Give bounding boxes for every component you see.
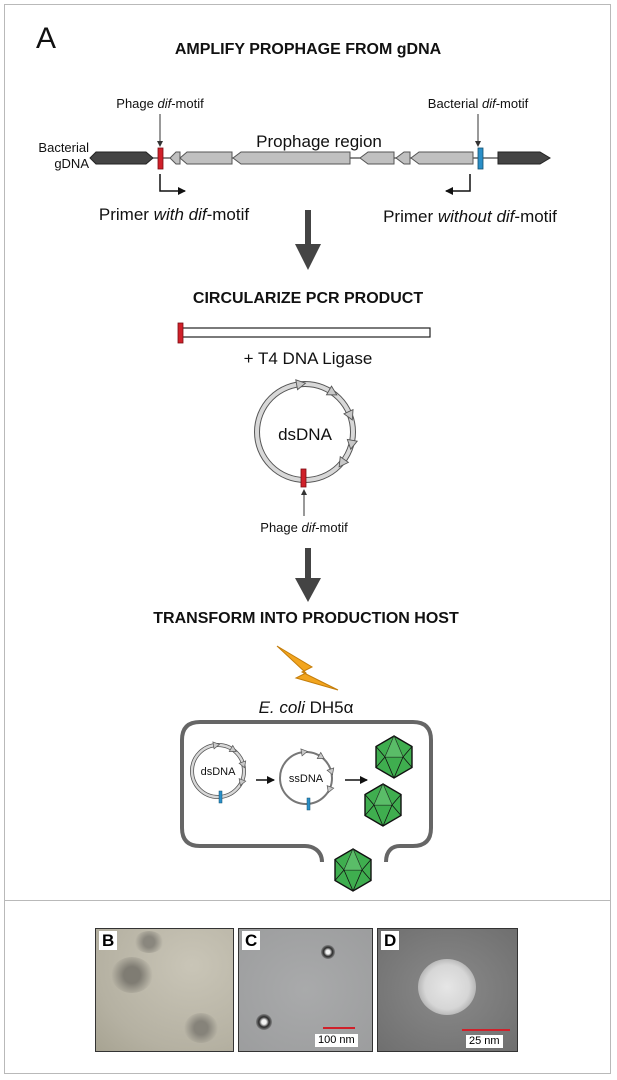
phage-capsid-icon <box>364 782 402 828</box>
lightning-icon <box>276 645 339 691</box>
prophage-region-label: Prophage region <box>256 132 382 151</box>
right-flank-gene <box>497 151 551 165</box>
prophage-gene <box>169 151 181 165</box>
virion-closeup <box>418 959 476 1015</box>
circular-dsdna <box>254 379 359 488</box>
host-label: E. coli DH5α <box>259 698 354 717</box>
ligase-label: + T4 DNA Ligase <box>244 349 373 368</box>
primer-with-label: Primer with dif-motif <box>99 205 249 224</box>
primer-without-arrow <box>445 174 471 195</box>
prophage-gene <box>232 151 351 165</box>
bacterial-gdna-label-2: gDNA <box>54 156 89 171</box>
pcr-product-dif-marker <box>177 322 184 344</box>
left-flank-gene <box>89 151 154 165</box>
dsdna-label: dsDNA <box>278 425 333 444</box>
panel-b-plaque-image: B <box>95 928 234 1052</box>
virion-particle <box>256 1014 272 1030</box>
step2-title: CIRCULARIZE PCR PRODUCT <box>193 290 423 307</box>
plaque-spot <box>134 931 164 953</box>
cell-ssdna-label: ssDNA <box>289 773 324 785</box>
step1-title: AMPLIFY PROPHAGE FROM gDNA <box>175 41 442 58</box>
phage-capsid-icon <box>375 734 413 780</box>
plaque-spot <box>184 1013 218 1043</box>
production-host-cell <box>180 720 433 863</box>
step-arrow-1-shaft <box>305 210 311 248</box>
panel-c-label: C <box>242 931 261 950</box>
panel-c-tem-image: C 100 nm <box>238 928 373 1052</box>
scale-label-100nm: 100 nm <box>315 1034 358 1047</box>
step-arrow-2-head <box>295 578 321 602</box>
cell-ssdna-circle <box>279 748 335 811</box>
pcr-product <box>179 327 431 338</box>
primer-without-label: Primer without dif-motif <box>383 207 557 226</box>
figure-frame <box>4 4 611 1074</box>
step3-title: TRANSFORM INTO PRODUCTION HOST <box>153 610 459 627</box>
prophage-gene <box>395 151 411 165</box>
bacterial-dif-marker <box>477 147 484 170</box>
step-arrow-2-shaft <box>305 548 311 582</box>
scale-bar-25nm <box>462 1029 510 1031</box>
prophage-gene <box>359 151 395 165</box>
scale-label-25nm: 25 nm <box>466 1035 503 1048</box>
panel-d-label: D <box>381 931 400 950</box>
panel-a-diagram: A AMPLIFY PROPHAGE FROM gDNA Phage dif-m… <box>36 22 557 893</box>
prophage-gene <box>179 151 233 165</box>
scale-bar-100nm <box>323 1027 355 1029</box>
virion-particle <box>321 945 335 959</box>
phage-dif-marker <box>157 147 164 170</box>
cell-dsdna-label: dsDNA <box>201 766 237 778</box>
panel-a-label: A <box>36 22 56 55</box>
phage-dif-bottom-label: Phage dif-motif <box>260 520 348 535</box>
bacterial-gdna-label-1: Bacterial <box>38 140 89 155</box>
plaque-spot <box>111 957 153 993</box>
panel-b-label: B <box>99 931 118 950</box>
panel-d-tem-closeup: D 25 nm <box>377 928 518 1052</box>
step-arrow-1-head <box>295 244 321 270</box>
phage-capsid-icon <box>334 847 372 893</box>
prophage-gene <box>410 151 474 165</box>
panel-divider <box>4 900 611 901</box>
cell-dsdna-circle <box>190 741 247 804</box>
primer-with-arrow <box>159 174 186 195</box>
bacterial-dif-label: Bacterial dif-motif <box>428 96 529 111</box>
phage-dif-label: Phage dif-motif <box>116 96 204 111</box>
